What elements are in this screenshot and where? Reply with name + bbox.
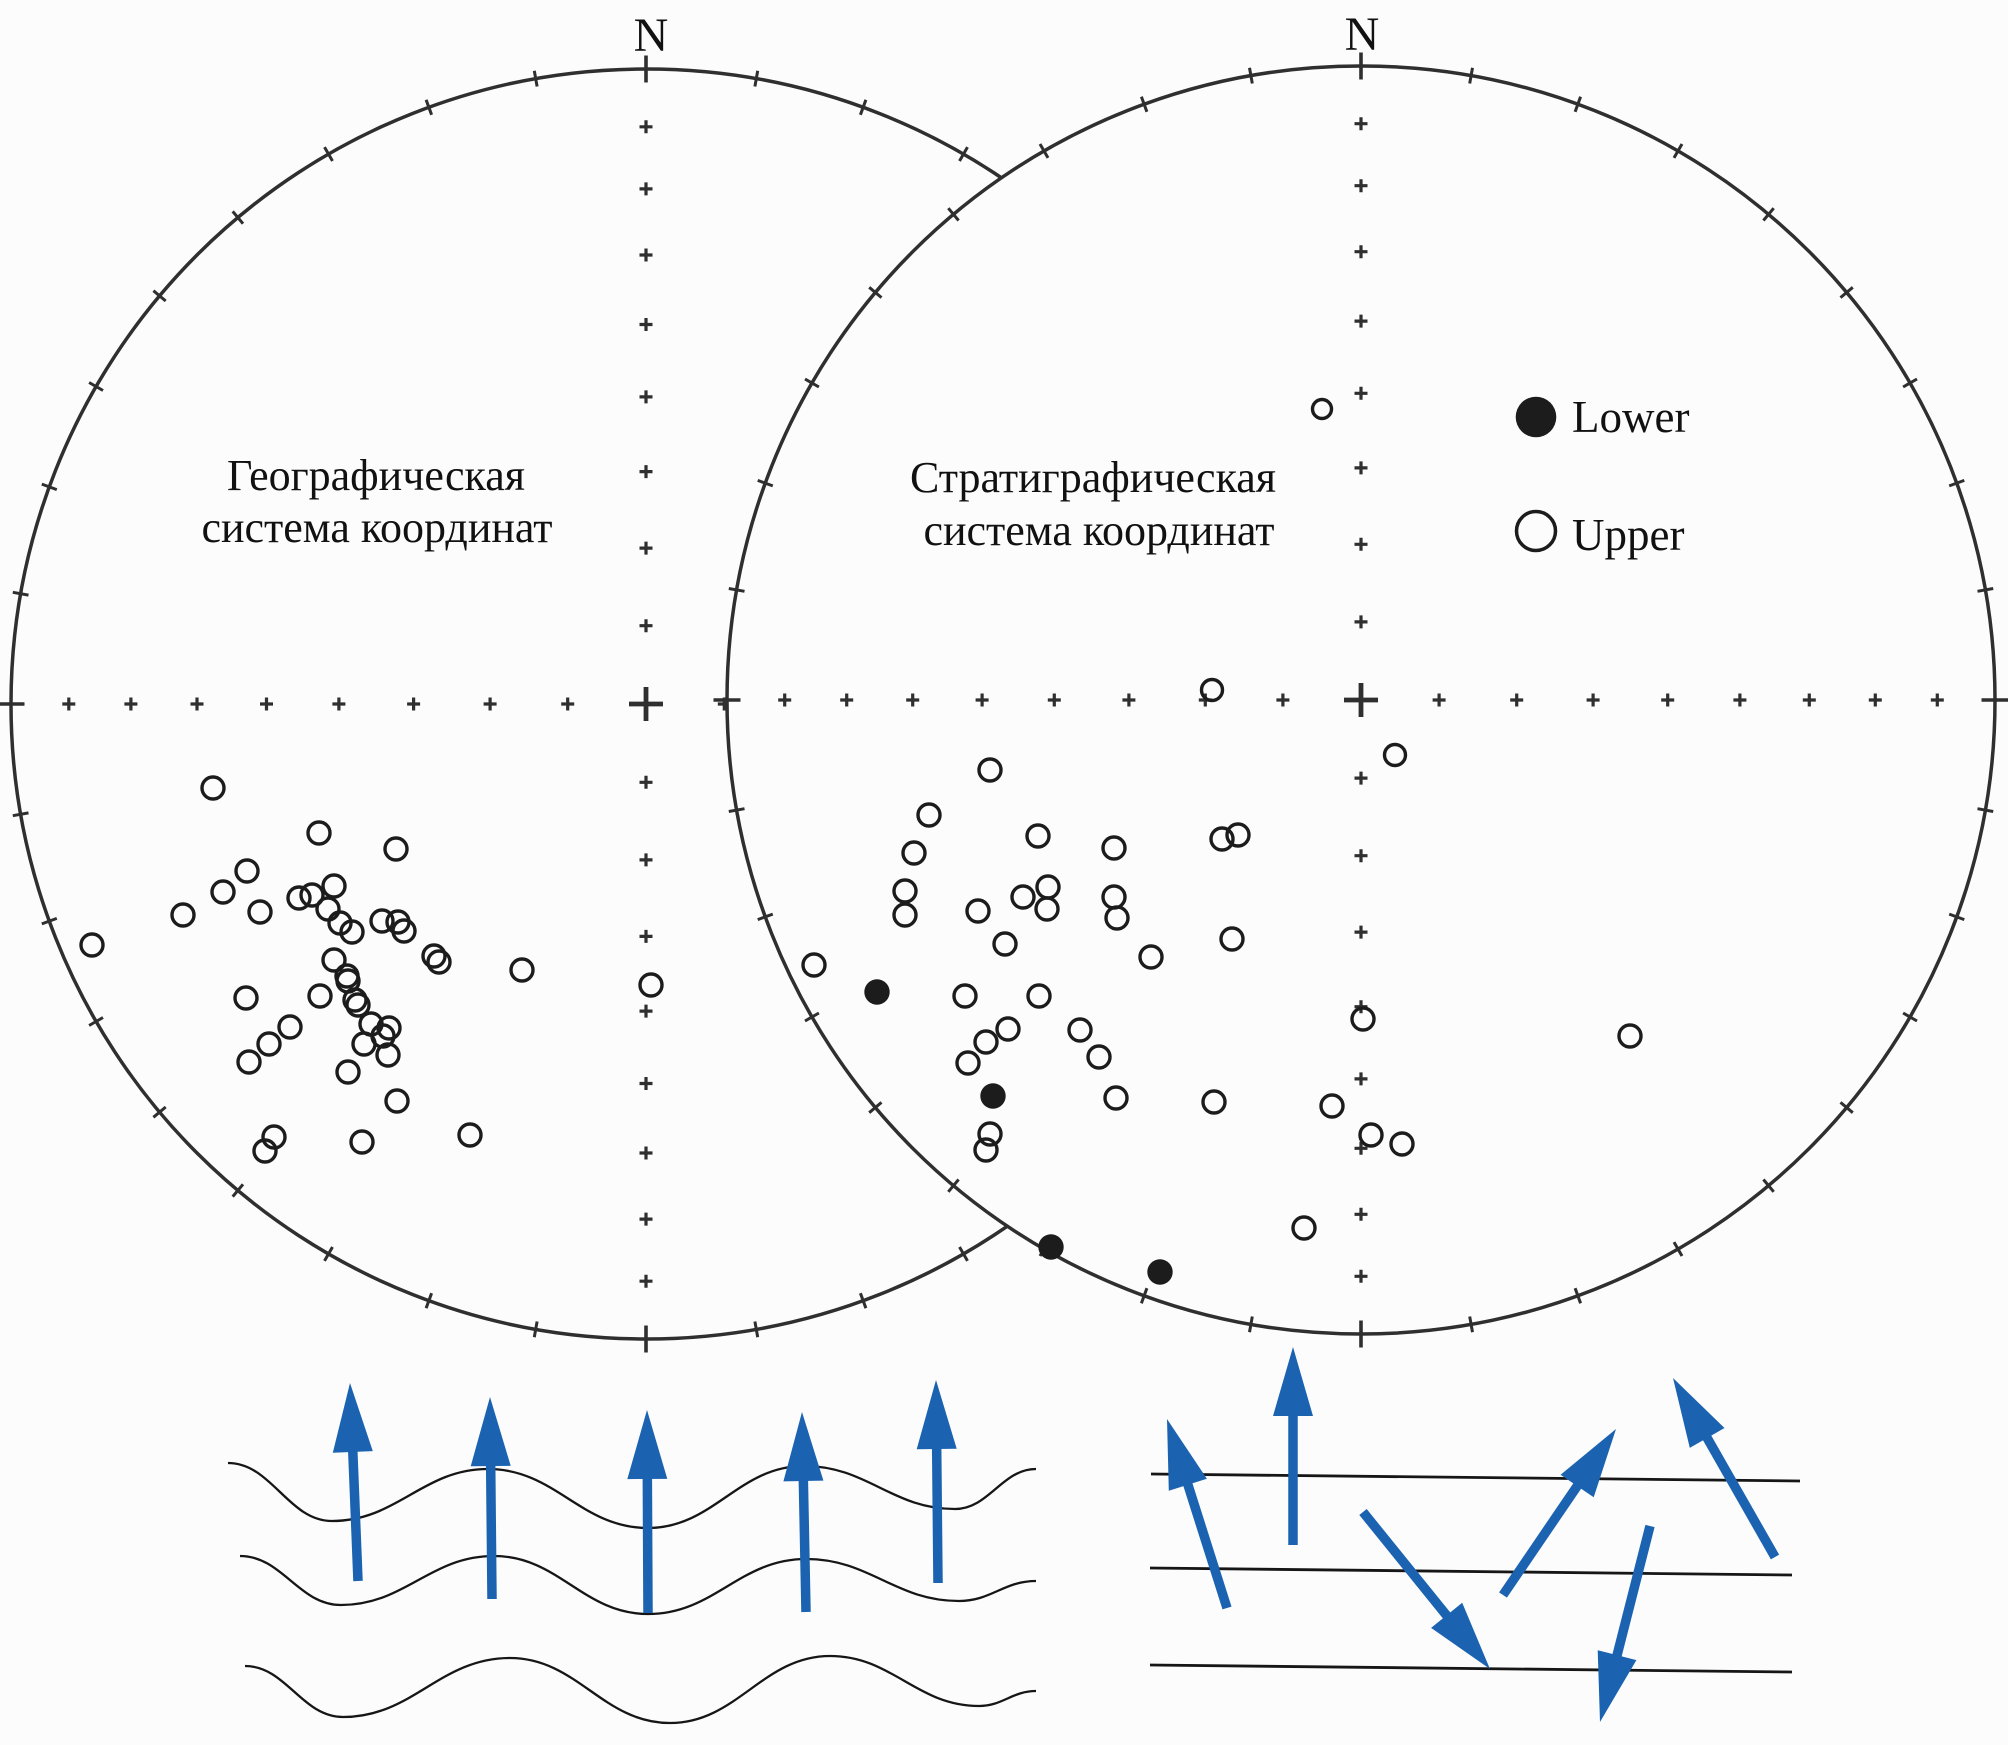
svg-text:система координат: система координат bbox=[923, 506, 1274, 555]
svg-text:N: N bbox=[634, 9, 669, 62]
svg-text:Lower: Lower bbox=[1572, 392, 1689, 442]
svg-text:Географическая: Географическая bbox=[227, 451, 525, 500]
svg-text:N: N bbox=[1345, 8, 1380, 61]
svg-text:Upper: Upper bbox=[1572, 510, 1684, 560]
svg-text:Стратиграфическая: Стратиграфическая bbox=[910, 453, 1276, 502]
svg-text:система координат: система координат bbox=[201, 503, 552, 552]
